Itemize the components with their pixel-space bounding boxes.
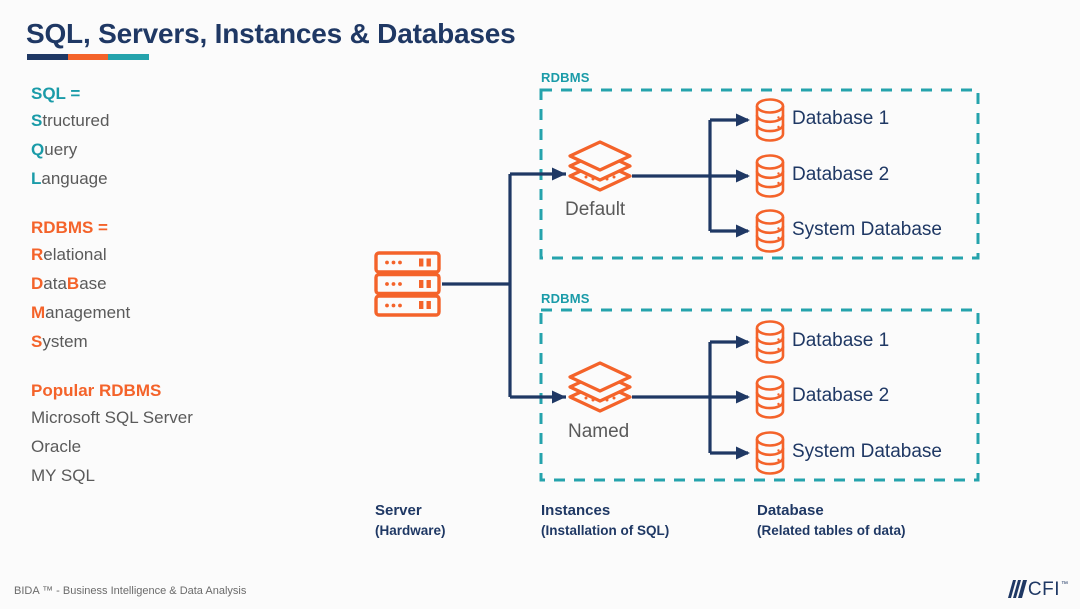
rdbms-initial-r: R: [31, 245, 44, 264]
rdbms-heading: RDBMS =: [31, 218, 108, 237]
server-rack-icon: [374, 251, 441, 317]
sql-initial-l: L: [31, 169, 42, 188]
rule-segment-teal: [108, 54, 150, 60]
database-label-default-3: System Database: [792, 219, 942, 240]
popular-item-2: MY SQL: [31, 466, 95, 485]
rdbms-rest-data: ata: [43, 274, 67, 293]
database-cylinder-icon-default-3: [755, 209, 785, 253]
rdbms-initial-b: B: [66, 274, 80, 293]
sql-acronym-block: SQL = Structured Query Language: [31, 81, 321, 193]
definitions-panel: SQL = Structured Query Language RDBMS = …: [31, 81, 321, 512]
sql-initial-q: Q: [31, 140, 45, 159]
popular-item-1: Oracle: [31, 437, 82, 456]
database-label-named-1: Database 1: [792, 330, 890, 351]
rdbms-rest-relational: elational: [43, 245, 107, 264]
default-instance-to-databases-connectors: [632, 118, 748, 233]
database-label-default-1: Database 1: [792, 108, 890, 129]
stacked-layers-icon-default: [568, 140, 632, 192]
popular-rdbms-block: Popular RDBMS Microsoft SQL Server Oracl…: [31, 378, 321, 490]
arrowhead-default-db1: [736, 113, 750, 127]
column-title-instances: Instances: [541, 502, 611, 519]
sql-rest-structured: tructured: [42, 111, 110, 130]
rdbms-line-system: System: [31, 327, 321, 356]
named-instance-to-databases-connectors: [632, 340, 748, 455]
sql-initial-s: S: [31, 111, 43, 130]
database-label-named-3: System Database: [792, 441, 942, 462]
column-title-server: Server: [375, 502, 422, 519]
cfi-logo-word: CFI: [1027, 579, 1060, 600]
rule-segment-navy: [27, 54, 68, 60]
rdbms-line-relational: Relational: [31, 240, 321, 269]
rdbms-acronym-block: RDBMS = Relational DataBase Management S…: [31, 215, 321, 356]
column-caption-server: Server (Hardware): [375, 501, 446, 541]
rdbms-line-database: DataBase: [31, 269, 321, 298]
arrowhead-default-db2: [736, 169, 750, 183]
sql-rest-language: anguage: [41, 169, 108, 188]
column-subtitle-instances: (Installation of SQL): [541, 523, 670, 538]
column-caption-instances: Instances (Installation of SQL): [541, 501, 669, 541]
rdbms-group-label-named: RDBMS: [541, 291, 590, 306]
database-label-default-2: Database 2: [792, 164, 890, 185]
column-subtitle-database: (Related tables of data): [757, 523, 906, 538]
database-cylinder-icon-named-2: [755, 375, 785, 419]
rule-segment-orange: [67, 54, 109, 60]
rdbms-initial-d: D: [31, 274, 44, 293]
database-cylinders: [755, 98, 785, 475]
arrowhead-named-sysdb: [736, 446, 750, 460]
rdbms-group-label-default: RDBMS: [541, 70, 590, 85]
cfi-logo: CFI ™: [1004, 580, 1068, 599]
sql-line-structured: Structured: [31, 106, 321, 135]
cfi-bars-icon: [1007, 580, 1027, 598]
rdbms-line-management: Management: [31, 298, 321, 327]
column-caption-database: Database (Related tables of data): [757, 501, 906, 541]
rdbms-initial-m: M: [31, 303, 46, 322]
arrowhead-named-db2: [736, 390, 750, 404]
sql-heading: SQL =: [31, 84, 81, 103]
sql-line-query: Query: [31, 135, 321, 164]
rdbms-group-box-named: [539, 308, 980, 482]
popular-rdbms-heading: Popular RDBMS: [31, 381, 162, 400]
database-cylinder-icon-default-2: [755, 154, 785, 198]
instance-label-default: Default: [565, 199, 626, 220]
rdbms-rest-base: ase: [79, 274, 107, 293]
stacked-layers-icon-named: [568, 361, 632, 413]
rdbms-rest-system: ystem: [42, 332, 88, 351]
popular-item-0: Microsoft SQL Server: [31, 408, 193, 427]
sql-rest-query: uery: [44, 140, 78, 159]
database-cylinder-icon-named-1: [755, 320, 785, 364]
title-underline-rule: [27, 54, 150, 60]
rdbms-initial-s: S: [31, 332, 43, 351]
database-cylinder-icon-named-3: [755, 431, 785, 475]
cfi-logo-tm: ™: [1061, 581, 1068, 588]
database-label-named-2: Database 2: [792, 385, 890, 406]
instance-label-named: Named: [568, 421, 630, 442]
column-title-database: Database: [757, 502, 824, 519]
arrowhead-to-named-instance: [552, 390, 566, 404]
sql-line-language: Language: [31, 164, 321, 193]
column-subtitle-server: (Hardware): [375, 523, 446, 538]
page-title: SQL, Servers, Instances & Databases: [26, 18, 516, 49]
database-cylinder-icon-default-1: [755, 98, 785, 142]
footer-caption: BIDA ™ - Business Intelligence & Data An…: [14, 585, 247, 597]
server-to-instances-connectors: [442, 172, 566, 399]
arrowhead-default-sysdb: [736, 224, 750, 238]
rdbms-rest-management: anagement: [45, 303, 131, 322]
arrowhead-to-default-instance: [552, 167, 566, 181]
arrowhead-named-db1: [736, 335, 750, 349]
